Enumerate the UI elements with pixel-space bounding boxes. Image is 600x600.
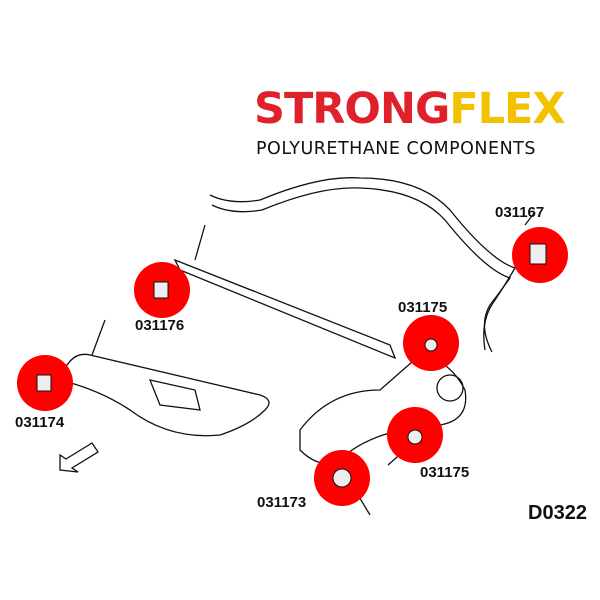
part-label: 031173 <box>257 494 307 511</box>
part-label: 031174 <box>15 414 65 431</box>
bushings <box>17 227 568 506</box>
part-label: 031167 <box>495 204 545 221</box>
part-label: 031176 <box>135 317 185 334</box>
brand-tagline: POLYURETHANE COMPONENTS <box>256 139 536 159</box>
trailing-arm <box>59 353 270 437</box>
part-label: 031175 <box>420 464 470 481</box>
brand-logo: STRONGFLEX <box>254 84 566 134</box>
part-label: 031175 <box>398 299 448 316</box>
lower-control-arm <box>299 354 467 464</box>
trailing-link <box>173 258 397 360</box>
anti-roll-bar <box>209 177 516 351</box>
direction-arrow-icon <box>59 442 99 473</box>
wheel-hub <box>436 374 464 402</box>
diagram-code: D0322 <box>528 502 587 524</box>
